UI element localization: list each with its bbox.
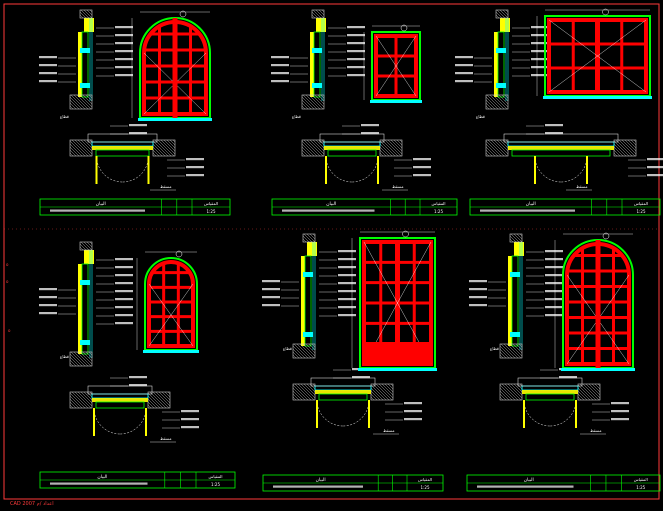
- scale-cell: المقياس: [634, 477, 648, 482]
- title-block: البيان المقياس 1:25: [39, 198, 231, 216]
- scale-value: 1:25: [207, 209, 216, 214]
- plan-label: مسقط: [160, 436, 172, 441]
- section-label: قطاع: [490, 346, 499, 351]
- plan-label: مسقط: [392, 184, 404, 189]
- scale-cell: المقياس: [209, 474, 223, 479]
- title-cell: البيان: [97, 475, 107, 480]
- title-block: البيان المقياس 1:25: [271, 198, 458, 216]
- title-cell: البيان: [316, 478, 326, 483]
- scale-cell: المقياس: [418, 477, 432, 482]
- svg-text:o: o: [6, 262, 9, 267]
- footer-label: CAD 2007 اعداد /م: [10, 501, 54, 507]
- plan-label: مسقط: [160, 184, 172, 189]
- door-elevation: [136, 250, 199, 353]
- title-cell: البيان: [326, 202, 336, 207]
- scale-value: 1:25: [421, 485, 430, 490]
- drawing-frame: [3, 3, 660, 500]
- section-label: قطاع: [292, 114, 301, 119]
- detail-4: قطاع مسقط البيان المقياس 1:25: [39, 241, 236, 489]
- section-label: قطاع: [60, 354, 69, 359]
- door-elevation: [554, 232, 635, 371]
- scale-value: 1:25: [434, 209, 443, 214]
- scale-cell: المقياس: [432, 201, 446, 206]
- title-block: البيان المقياس 1:25: [466, 474, 661, 492]
- detail-1: قطاع مسقط البيان المقياس 1:25: [39, 9, 231, 216]
- scale-cell: المقياس: [204, 201, 218, 206]
- plan-label: مسقط: [576, 184, 588, 189]
- section-label: قطاع: [60, 114, 69, 119]
- door-elevation: [363, 24, 422, 103]
- title-block: البيان المقياس 1:25: [262, 474, 444, 492]
- svg-text:o: o: [6, 279, 9, 284]
- plan-label: مسقط: [590, 428, 602, 433]
- title-cell: البيان: [526, 202, 536, 207]
- door-elevation: [536, 8, 652, 99]
- door-elevation: [351, 230, 437, 371]
- plan-label: مسقط: [383, 428, 395, 433]
- scale-value: 1:25: [211, 482, 220, 487]
- title-cell: البيان: [96, 202, 106, 207]
- title-cell: البيان: [524, 478, 534, 483]
- scale-cell: المقياس: [634, 201, 648, 206]
- detail-6: قطاع مسقط البيان المقياس 1:25: [466, 232, 661, 492]
- svg-text:o: o: [8, 328, 11, 333]
- title-block: البيان المقياس 1:25: [469, 198, 661, 216]
- scale-value: 1:25: [636, 485, 645, 490]
- detail-3: قطاع مسقط البيان المقياس 1:25: [455, 8, 663, 216]
- section-label: قطاع: [283, 346, 292, 351]
- door-elevation: [131, 10, 212, 121]
- section-label: قطاع: [476, 114, 485, 119]
- title-block: البيان المقياس 1:25: [39, 471, 236, 489]
- scale-value: 1:25: [637, 209, 646, 214]
- detail-5: قطاع مسقط البيان المقياس 1:25: [262, 230, 444, 492]
- detail-2: قطاع مسقط البيان المقياس 1:25: [271, 9, 458, 216]
